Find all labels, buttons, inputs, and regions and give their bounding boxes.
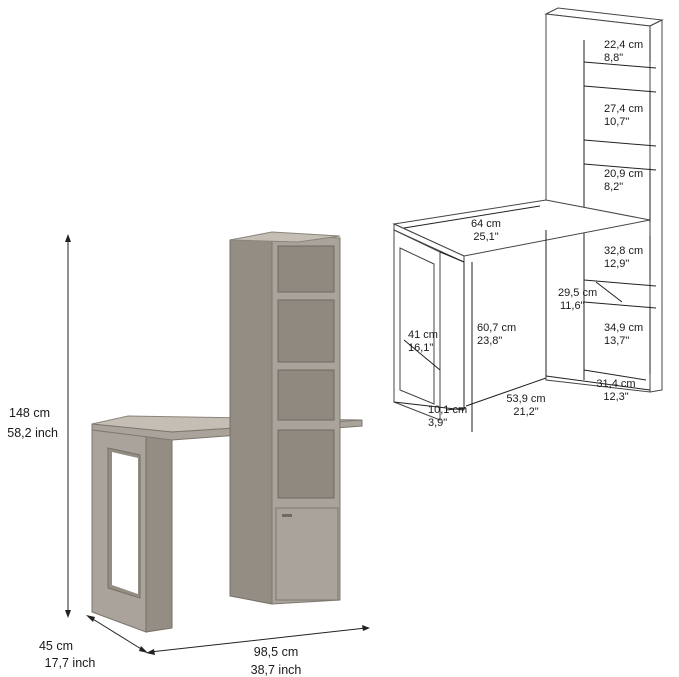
height-dimension: 148 cm 58,2 inch xyxy=(7,234,71,618)
height-inch-label: 58,2 inch xyxy=(7,426,58,440)
cabinet-in: 13,7" xyxy=(604,335,629,347)
shelf-2-cm: 27,4 cm xyxy=(604,103,643,115)
depth-cm-label: 45 cm xyxy=(39,639,73,653)
desk-illustration xyxy=(91,231,363,633)
width-dimension: 98,5 cm 38,7 inch xyxy=(146,625,370,677)
shelf-top-cm: 22,4 cm xyxy=(604,39,643,51)
shelf-depth-cm: 29,5 cm xyxy=(558,287,597,299)
shelf-3-in: 8,2" xyxy=(604,181,623,193)
desk-leg-edge xyxy=(145,429,173,633)
tower-side xyxy=(229,233,273,605)
desk-width-cm: 64 cm xyxy=(471,218,501,230)
tower-width-cm: 31,4 cm xyxy=(596,378,635,390)
lower-shelf-in: 12,9" xyxy=(604,258,629,270)
lower-shelf-cm: 32,8 cm xyxy=(604,245,643,257)
leg-height-cm: 60,7 cm xyxy=(477,322,516,334)
width-inch-label: 38,7 inch xyxy=(251,663,302,677)
shelf-depth-in: 11,6" xyxy=(560,300,585,312)
line-drawing xyxy=(392,7,664,421)
detail-dimension-lines xyxy=(403,30,651,432)
knee-width-in: 21,2" xyxy=(513,406,538,418)
panel-in: 3,9" xyxy=(428,417,447,429)
tower-width-in: 12,3" xyxy=(603,391,628,403)
shelf-2-in: 10,7" xyxy=(604,116,629,128)
width-cm-label: 98,5 cm xyxy=(254,645,298,659)
shelf-top-in: 8,8" xyxy=(604,52,623,64)
panel-cm: 10,1 cm xyxy=(428,404,467,416)
desk-depth-in: 16,1" xyxy=(408,342,433,354)
tower-top xyxy=(229,231,341,243)
desk-depth-cm: 41 cm xyxy=(408,329,438,341)
cabinet-cm: 34,9 cm xyxy=(604,322,643,334)
desk-width-in: 25,1" xyxy=(473,231,498,243)
cabinet-door xyxy=(275,507,339,601)
leg-height-in: 23,8" xyxy=(477,335,502,347)
height-cm-label: 148 cm xyxy=(9,406,50,420)
depth-dimension: 45 cm 17,7 inch xyxy=(39,615,148,670)
shelf-3-cm: 20,9 cm xyxy=(604,168,643,180)
depth-inch-label: 17,7 inch xyxy=(45,656,96,670)
knee-width-cm: 53,9 cm xyxy=(506,393,545,405)
detail-labels: 22,4 cm 8,8" 27,4 cm 10,7" 20,9 cm 8,2" … xyxy=(408,39,643,429)
